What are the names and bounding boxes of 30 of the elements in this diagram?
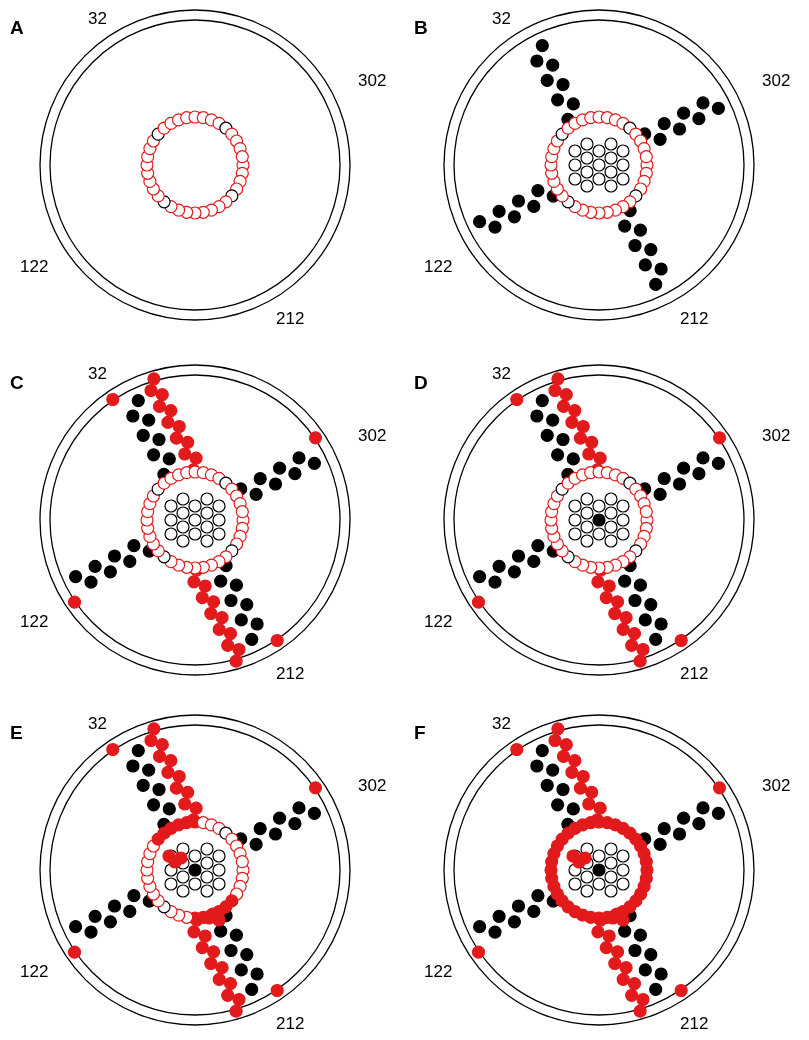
angle-label: 122 [424,963,453,980]
angle-label: 122 [20,613,49,630]
panel-letter: B [414,18,428,37]
angle-label: 122 [20,258,49,275]
angle-label: 32 [88,10,107,27]
angle-label: 212 [680,1015,709,1032]
angle-label: 32 [492,715,511,732]
angle-label: 302 [358,72,387,89]
angle-label: 212 [276,310,305,327]
angle-label: 302 [762,427,791,444]
angle-label: 212 [680,310,709,327]
angle-label: 302 [358,427,387,444]
panel-letter: D [414,373,428,392]
angle-label: 32 [88,365,107,382]
angle-label: 122 [424,258,453,275]
angle-label: 212 [680,665,709,682]
panel-letter: E [10,723,23,742]
panel-letter: C [10,373,24,392]
panel-letter: F [414,723,426,742]
angle-label: 122 [20,963,49,980]
angle-label: 122 [424,613,453,630]
angle-label: 32 [492,365,511,382]
angle-label: 32 [492,10,511,27]
angle-label: 302 [762,777,791,794]
panel-letter: A [10,18,24,37]
angle-label: 32 [88,715,107,732]
angle-label: 302 [762,72,791,89]
angle-label: 302 [358,777,387,794]
angle-label: 212 [276,1015,305,1032]
angle-label: 212 [276,665,305,682]
